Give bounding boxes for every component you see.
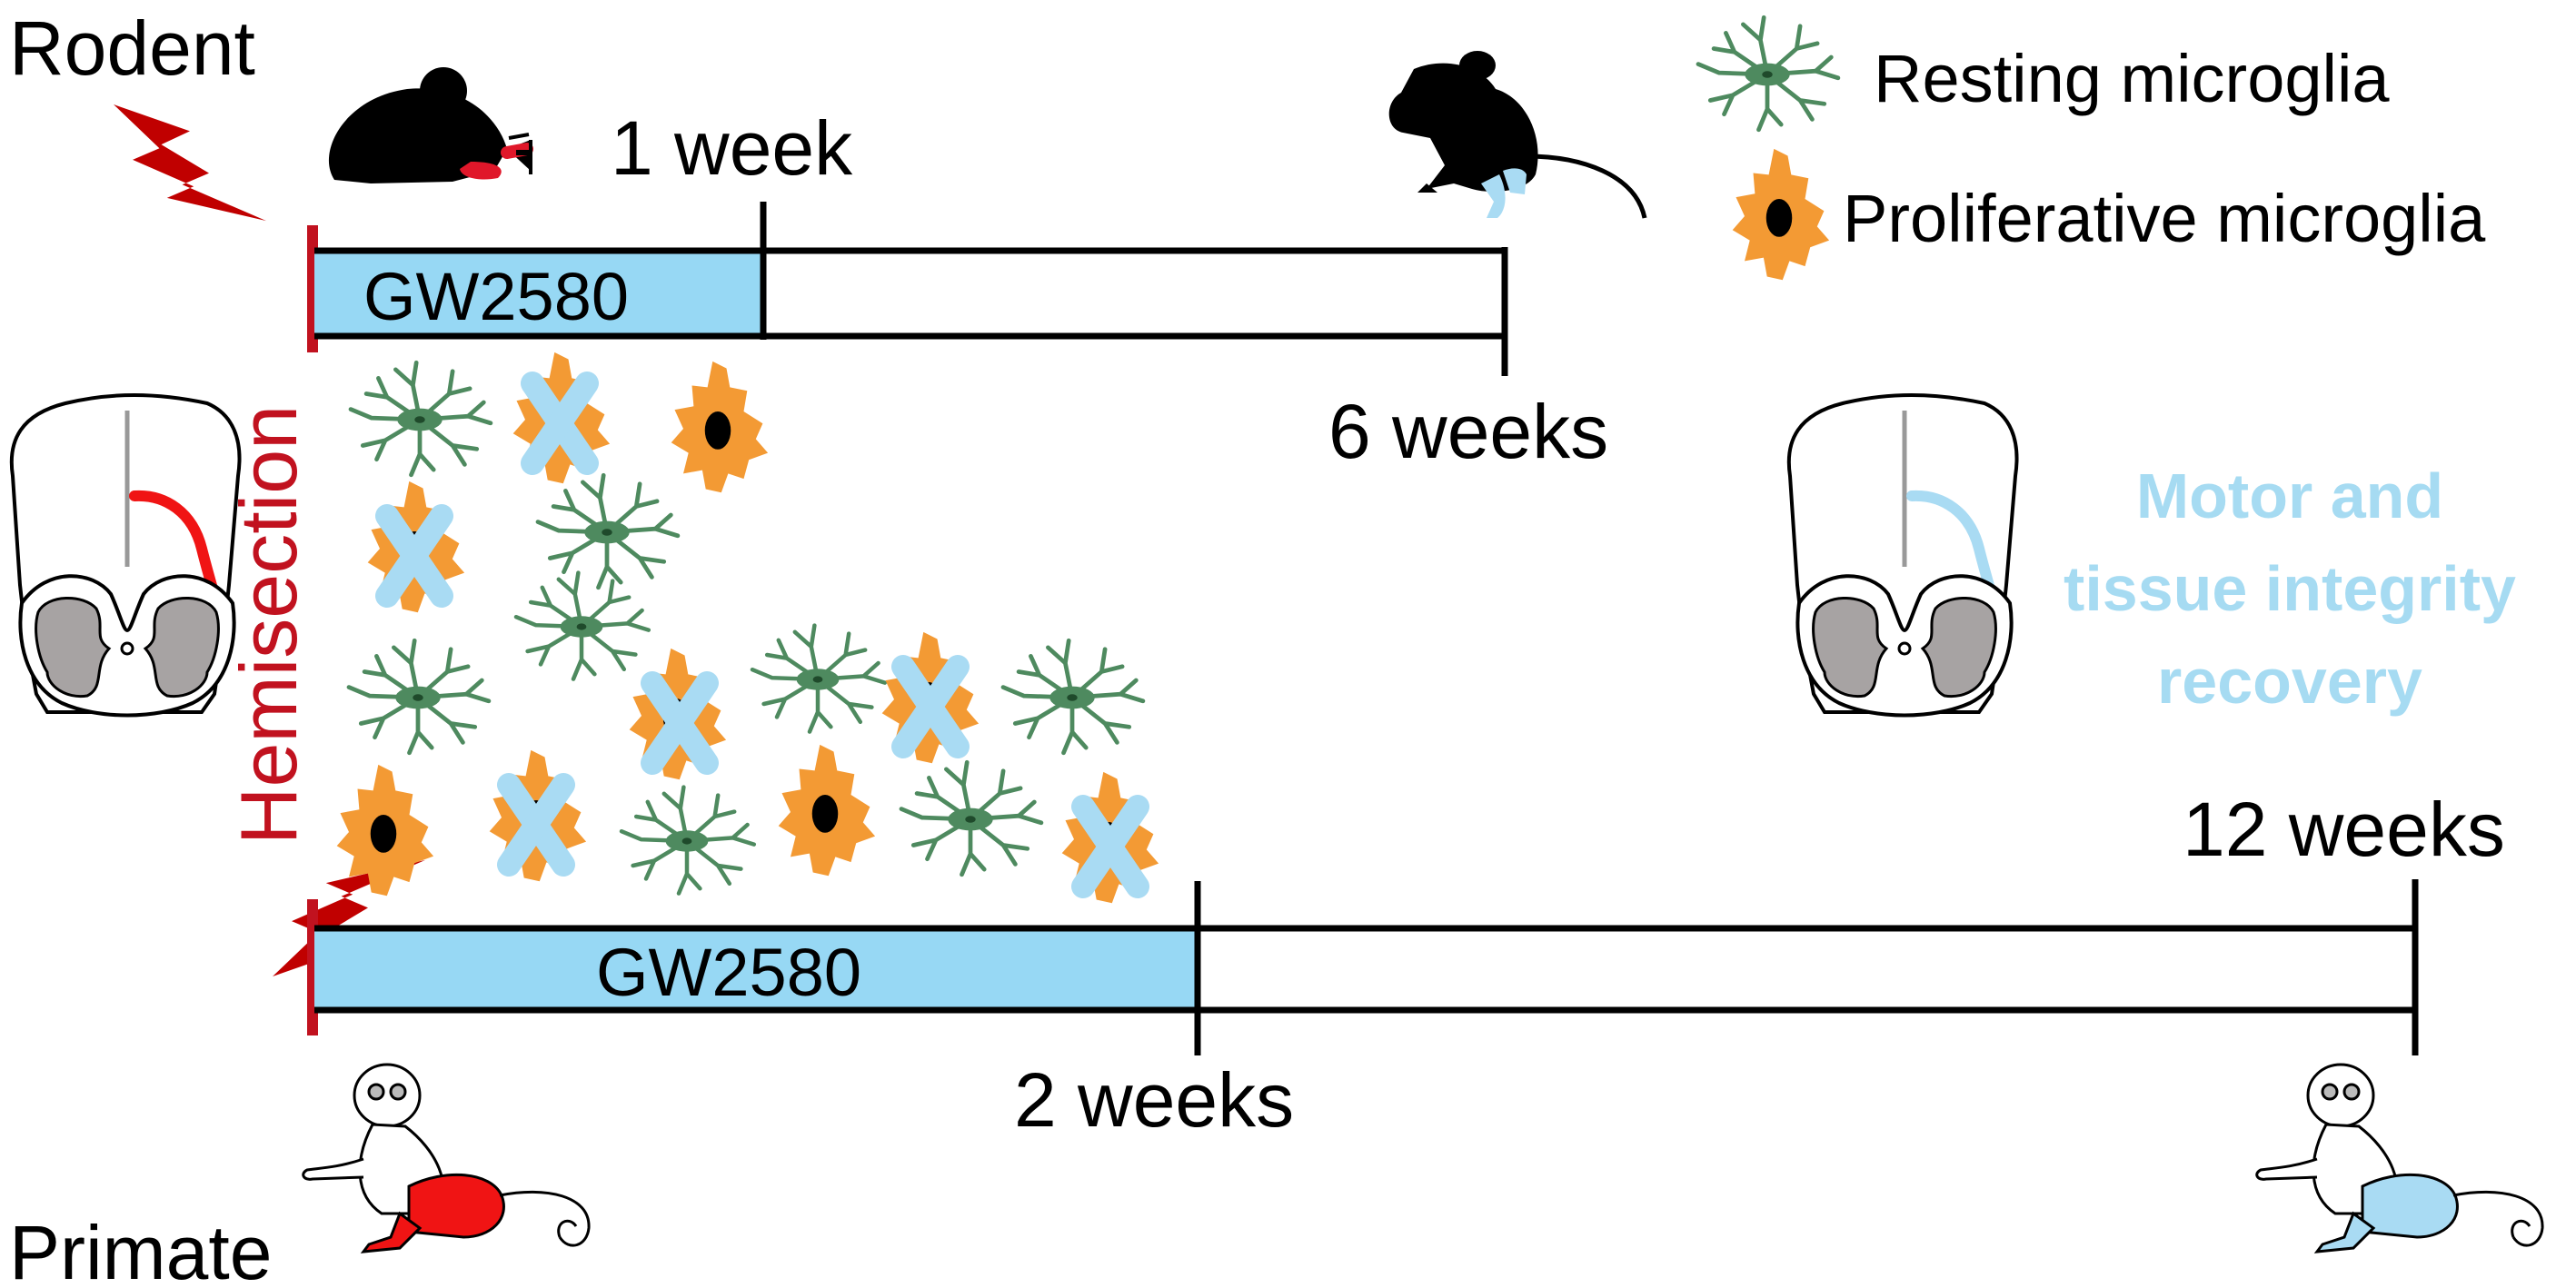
resting-microglia-cell (1003, 640, 1143, 753)
species-label-primate: Primate (9, 1210, 272, 1288)
rodent-treatment-label: GW2580 (363, 259, 629, 334)
primate-treatment-bar (314, 928, 1198, 1010)
proliferative-microglia-cell (671, 361, 769, 493)
outcome-text: Motor and tissue integrity recovery (2064, 461, 2516, 717)
resting-microglia-cell (349, 640, 489, 753)
resting-microglia-legend-icon (1698, 17, 1838, 130)
legend-proliferative-label: Proliferative microglia (1843, 181, 2486, 256)
outcome-line-3: recovery (2157, 646, 2422, 717)
microglia-field (336, 352, 1159, 904)
primate-treatment-end-label: 2 weeks (1014, 1057, 1294, 1143)
resting-microglia-cell (516, 573, 649, 679)
rodent-treatment-bar (314, 251, 764, 334)
rodent-end-label: 6 weeks (1328, 389, 1608, 474)
monkey-icon (302, 1063, 591, 1253)
species-label-rodent: Rodent (9, 5, 255, 91)
primate-treatment-label: GW2580 (596, 935, 861, 1010)
monkey-icon (2255, 1063, 2544, 1253)
resting-microglia-cell (538, 475, 678, 588)
proliferative-microglia-cell (778, 744, 876, 877)
primate-end-label: 12 weeks (2183, 787, 2505, 872)
lightning-bolt-icon (114, 104, 266, 222)
outcome-line-1: Motor and (2136, 461, 2443, 531)
outcome-line-2: tissue integrity (2064, 553, 2516, 624)
resting-microglia-cell (351, 362, 491, 475)
brain-spinal-cord-icon (1786, 393, 2019, 718)
brain-spinal-cord-icon (9, 393, 242, 718)
proliferative-microglia-legend-icon (1732, 148, 1830, 281)
rodent-treatment-end-label: 1 week (611, 105, 853, 191)
proliferative-microglia-cell (336, 764, 434, 897)
legend-resting-label: Resting microglia (1874, 41, 2390, 116)
resting-microglia-cell (622, 788, 754, 894)
mouse-icon (328, 67, 533, 183)
resting-microglia-cell (901, 762, 1041, 875)
mouse-icon (1388, 51, 1647, 219)
resting-microglia-cell (752, 626, 885, 732)
